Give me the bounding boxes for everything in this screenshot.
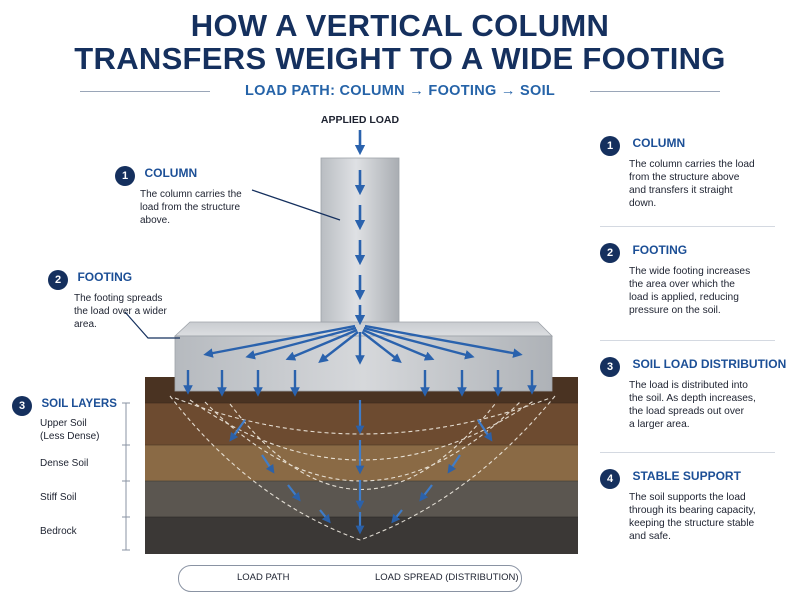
right-badge-1: 1: [600, 136, 620, 156]
right-divider-3: [600, 452, 775, 453]
right-divider-1: [600, 226, 775, 227]
soil-layer-upper: [145, 403, 578, 445]
right-heading-footing: FOOTING: [632, 243, 688, 257]
right-divider-2: [600, 340, 775, 341]
soil-layers-callout-badge: 3: [12, 396, 32, 416]
soil-layer-stiff: [145, 481, 578, 517]
column-callout-text: The column carries the load from the str…: [140, 189, 242, 226]
right-heading-support: STABLE SUPPORT: [632, 469, 741, 483]
footing-bottom-arrows: [183, 370, 537, 397]
footing-callout-leader: [124, 311, 180, 339]
right-badge-2: 2: [600, 243, 620, 263]
applied-load-label: APPLIED LOAD: [320, 114, 400, 126]
soil-layer-bracket: [122, 402, 130, 551]
right-panel-item-support: 4 STABLE SUPPORT: [600, 469, 741, 489]
subtitle-rule-right: [590, 91, 720, 92]
page-title-line-2: TRANSFERS WEIGHT TO A WIDE FOOTING: [74, 41, 726, 76]
column-callout-badge: 1: [115, 166, 135, 186]
soil-label-stiff: Stiff Soil: [40, 492, 77, 503]
legend-load-spread-label: LOAD SPREAD (DISTRIBUTION): [375, 572, 519, 583]
soil-label-bedrock: Bedrock: [40, 526, 77, 537]
soil-layer-bedrock: [145, 517, 578, 554]
right-panel-item-soil: 3 SOIL LOAD DISTRIBUTION: [600, 357, 786, 377]
load-spread-curves: [169, 395, 556, 541]
soil-label-upper: Upper Soil (Less Dense): [40, 418, 100, 442]
footing-callout: 2 FOOTING: [48, 270, 132, 290]
right-text-column: The column carries the load from the str…: [629, 159, 755, 209]
column-callout-leader: [251, 189, 341, 221]
subtitle: LOAD PATH: COLUMN → FOOTING → SOIL: [244, 83, 556, 99]
right-heading-soil: SOIL LOAD DISTRIBUTION: [632, 357, 787, 371]
subtitle-bar: LOAD PATH: COLUMN → FOOTING → SOIL: [80, 80, 720, 102]
footing-callout-text: The footing spreads the load over a wide…: [74, 293, 167, 330]
page-title-line-1: HOW A VERTICAL COLUMN: [190, 8, 610, 43]
footing-callout-badge: 2: [48, 270, 68, 290]
right-panel-item-column: 1 COLUMN: [600, 136, 685, 156]
soil-load-arrows: [229, 400, 493, 535]
right-panel-item-footing: 2 FOOTING: [600, 243, 687, 263]
subtitle-rule-left: [80, 91, 210, 92]
right-badge-4: 4: [600, 469, 620, 489]
right-text-support: The soil supports the load through its b…: [629, 492, 756, 542]
soil-block: [145, 377, 578, 554]
right-text-footing: The wide footing increases the area over…: [629, 266, 751, 316]
soil-label-dense: Dense Soil: [40, 458, 89, 469]
soil-layers-callout-heading: SOIL LAYERS: [41, 398, 117, 410]
footing-spread-arrows: [203, 324, 523, 365]
right-badge-3: 3: [600, 357, 620, 377]
legend-load-path-label: LOAD PATH: [237, 572, 290, 583]
column-callout-heading: COLUMN: [144, 166, 198, 180]
legend: LOAD PATH LOAD SPREAD (DISTRIBUTION): [178, 565, 522, 592]
right-text-soil: The load is distributed into the soil. A…: [629, 380, 756, 430]
right-heading-column: COLUMN: [632, 136, 686, 150]
soil-layer-dense: [145, 445, 578, 481]
soil-layers-callout: 3 SOIL LAYERS: [12, 396, 117, 416]
footing-callout-heading: FOOTING: [77, 270, 133, 284]
column-callout: 1 COLUMN: [115, 166, 197, 186]
